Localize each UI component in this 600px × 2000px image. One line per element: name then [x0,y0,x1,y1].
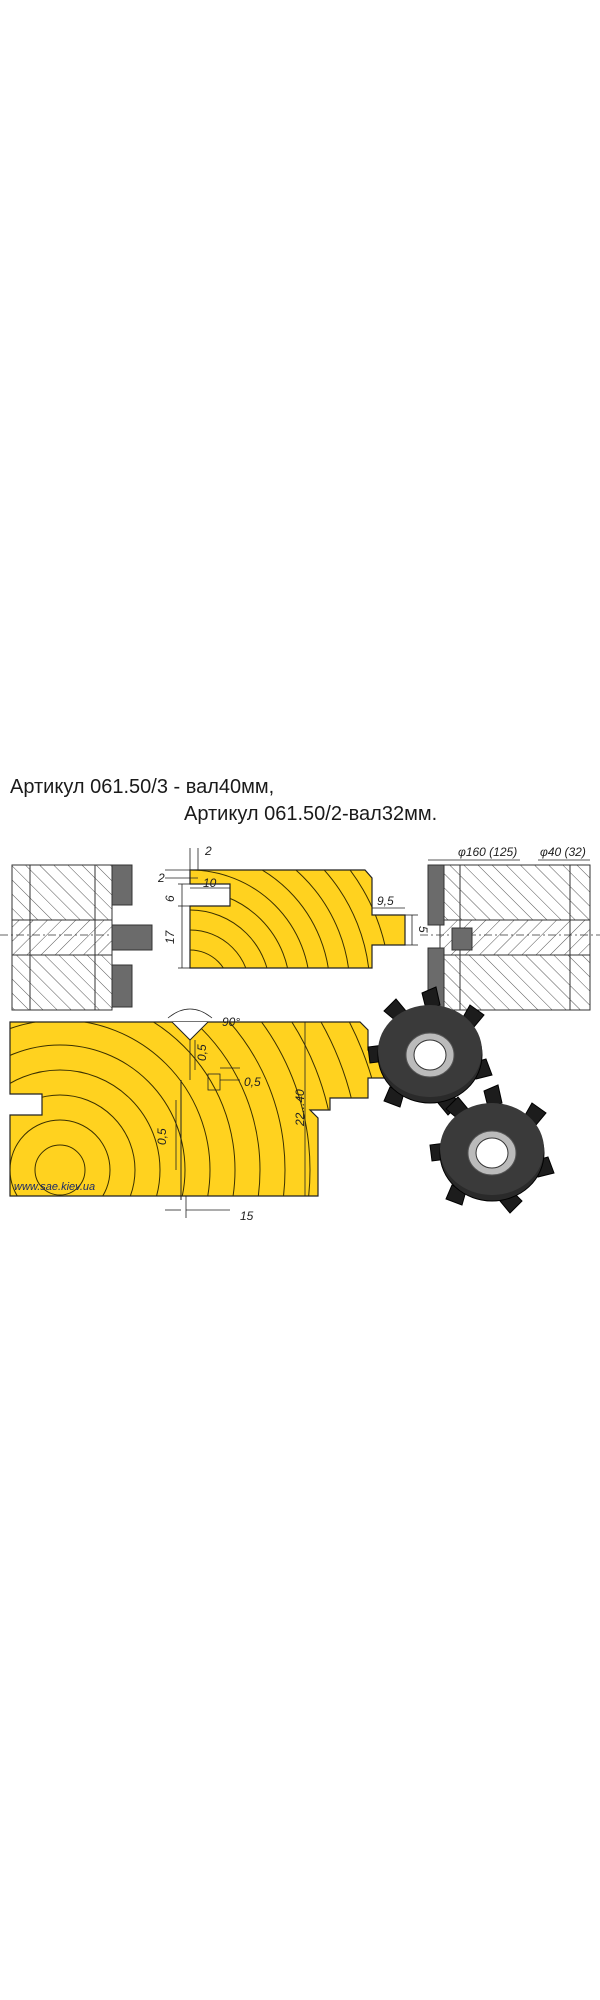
top-wood-profile [189,869,406,969]
left-knife-bottom [111,964,133,1008]
dim-0-5-step-label: 0,5 [244,1075,261,1089]
top-dimension-lines [165,848,590,969]
website-watermark: www.sae.kiev.ua [14,1181,95,1193]
right-knife-top [427,864,445,926]
dim-outer-diameter-label: φ160 (125) [458,845,517,859]
dim-2-vertical-label: 2 [157,871,165,885]
article-title-line-2: Артикул 061.50/2-вал32мм. [184,803,438,825]
dim-17-label: 17 [163,929,177,944]
article-title-line-1: Артикул 061.50/3 - вал40мм, [10,776,275,798]
dim-thickness-range-label: 22...40 [293,1089,307,1127]
dim-2-label: 2 [204,844,212,858]
left-knife-tongue [111,924,153,951]
left-cutter-section [0,864,153,1011]
dim-15-label: 15 [240,1209,254,1223]
dim-5-label: 5 [416,926,430,933]
dim-bore-diameter-label: φ40 (32) [540,845,586,859]
cutter-profile-drawing: 2 2 10 6 17 9,5 5 φ160 (125) φ40 (32) [0,844,600,1223]
dim-9-5-label: 9,5 [377,894,394,908]
cutter-photo-1 [367,986,493,1116]
angle-90-label: 90° [222,1015,240,1029]
bottom-dimension-lines [165,1008,315,1218]
right-knife-groove [451,927,473,951]
dim-0-5-chamfer-label: 0,5 [195,1044,209,1061]
dim-6-label: 6 [163,895,177,902]
right-cutter-section [420,864,600,1011]
cutter-photo-2 [429,1084,555,1214]
left-knife-top [111,864,133,906]
dim-10-label: 10 [203,876,217,890]
dim-0-5-offset-label: 0,5 [155,1128,169,1145]
